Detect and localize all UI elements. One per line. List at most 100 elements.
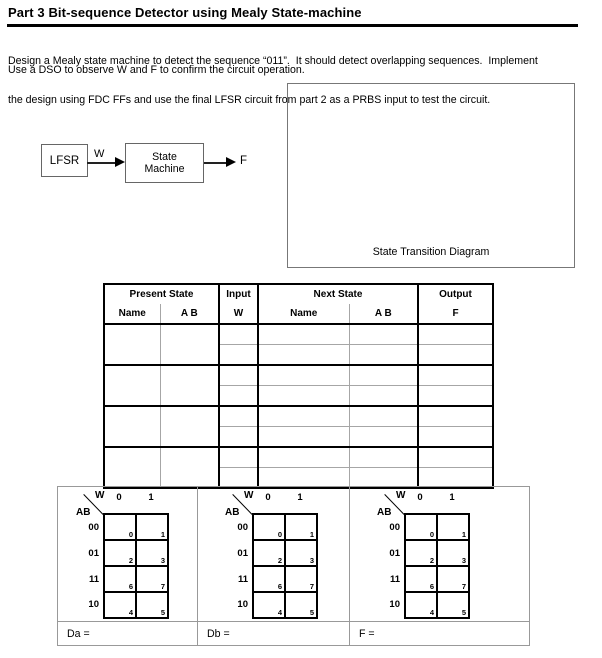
empty-cell <box>258 364 349 386</box>
empty-cell <box>417 405 493 427</box>
kmap-cell-index: 6 <box>277 582 282 591</box>
equation-row-db: Db = <box>198 621 350 645</box>
empty-cell <box>159 364 219 406</box>
equation-row-da: Da = <box>58 621 198 645</box>
kmap-w-label: W <box>244 490 254 501</box>
kmap-cell-index: 0 <box>128 530 133 539</box>
header-next-name: Name <box>258 304 349 325</box>
kmap-cell: 5 <box>286 593 316 617</box>
kmap-cell: 3 <box>137 541 167 567</box>
empty-cell <box>218 405 259 427</box>
kmap-cell: 3 <box>286 541 316 567</box>
kmap-grid: 0 1 2 3 6 7 4 5 <box>103 513 169 619</box>
empty-cell <box>417 323 493 345</box>
kmap-cell-index: 4 <box>429 608 434 617</box>
kmap-row-label-10: 10 <box>88 599 99 610</box>
kmap-cell: 7 <box>286 567 316 593</box>
empty-cell <box>258 427 349 448</box>
kmap-row-label-01: 01 <box>389 548 400 559</box>
table-header-row-fields: Name A B W Name A B F <box>104 304 493 325</box>
header-output: Output <box>417 284 493 304</box>
kmap-cell-index: 4 <box>277 608 282 617</box>
kmap-cell-index: 3 <box>309 556 314 565</box>
dso-instruction: Use a DSO to observe W and F to confirm … <box>8 64 305 76</box>
kmap-row-label-10: 10 <box>237 599 248 610</box>
kmap-ab-label: AB <box>377 507 392 518</box>
state-transition-diagram-caption: State Transition Diagram <box>372 246 490 258</box>
empty-cell <box>417 364 493 386</box>
table-row <box>104 364 493 406</box>
empty-cell <box>218 323 259 345</box>
table-header-row-groups: Present State Input Next State Output <box>104 284 493 304</box>
kmap-cell-index: 2 <box>128 556 133 565</box>
kmap-cell: 1 <box>438 515 468 541</box>
kmap-cell: 2 <box>406 541 438 567</box>
kmap-cell-index: 1 <box>461 530 466 539</box>
header-next-state: Next State <box>313 289 363 300</box>
kmap-cell-index: 5 <box>461 608 466 617</box>
kmap-cell: 7 <box>137 567 167 593</box>
empty-cell <box>258 345 349 366</box>
kmap-cell-index: 3 <box>160 556 165 565</box>
kmap-ab-label: AB <box>76 507 91 518</box>
empty-cell <box>218 344 259 365</box>
kmap-col-label-0: 0 <box>116 492 122 503</box>
page-title: Part 3 Bit-sequence Detector using Mealy… <box>8 5 362 20</box>
intro-line-2: the design using FDC FFs and use the fin… <box>8 94 491 106</box>
kmap-section: W 0 1 AB 00 01 11 10 0 1 2 3 6 7 4 5 W 0… <box>57 486 530 646</box>
kmap-cell: 0 <box>406 515 438 541</box>
kmap-grid: 0 1 2 3 6 7 4 5 <box>404 513 470 619</box>
empty-cell <box>218 364 259 386</box>
kmap-row-label-01: 01 <box>237 548 248 559</box>
kmap-cell: 2 <box>254 541 286 567</box>
kmap-col-label-0: 0 <box>417 492 423 503</box>
kmap-cell: 6 <box>406 567 438 593</box>
header-present-ab: A B <box>159 304 219 325</box>
header-next-ab: A B <box>348 304 418 325</box>
kmap-col-label-1: 1 <box>297 492 303 503</box>
kmap-cell-index: 6 <box>429 582 434 591</box>
arrowhead-icon <box>226 157 236 167</box>
kmap-cell-index: 0 <box>277 530 282 539</box>
header-w: W <box>218 304 259 325</box>
lfsr-label: LFSR <box>49 154 80 167</box>
empty-cell <box>348 344 418 365</box>
empty-cell <box>348 446 418 468</box>
kmap-grid: 0 1 2 3 6 7 4 5 <box>252 513 318 619</box>
state-machine-label: State Machine <box>144 151 184 176</box>
kmap-cell-index: 2 <box>429 556 434 565</box>
kmap-f: W 0 1 AB 00 01 11 10 0 1 2 3 6 7 4 5 <box>350 487 529 621</box>
kmap-row-label-11: 11 <box>237 574 248 585</box>
state-transition-diagram-box: State Transition Diagram <box>287 83 575 268</box>
empty-cell <box>417 426 493 447</box>
kmap-row-label-11: 11 <box>88 574 99 585</box>
equation-label-f: F = <box>359 627 375 640</box>
empty-cell <box>258 446 349 468</box>
kmap-cell-index: 2 <box>277 556 282 565</box>
lfsr-block: LFSR <box>41 144 88 177</box>
kmap-row-label-00: 00 <box>389 522 400 533</box>
kmap-cell: 4 <box>254 593 286 617</box>
empty-cell <box>159 323 219 365</box>
kmap-cell-index: 4 <box>128 608 133 617</box>
empty-cell <box>258 386 349 407</box>
kmap-col-label-0: 0 <box>265 492 271 503</box>
empty-cell <box>417 446 493 468</box>
kmap-da: W 0 1 AB 00 01 11 10 0 1 2 3 6 7 4 5 <box>58 487 198 621</box>
header-present-name: Name <box>104 304 160 325</box>
table-row <box>104 446 493 488</box>
kmap-cell: 0 <box>105 515 137 541</box>
header-input: Input <box>218 284 259 304</box>
kmap-row-label-11: 11 <box>389 574 400 585</box>
title-underline-rule <box>7 24 578 27</box>
kmap-ab-label: AB <box>225 507 240 518</box>
header-present-state: Present State <box>129 289 194 300</box>
wire-f <box>204 162 227 164</box>
empty-cell <box>258 405 349 427</box>
kmap-cell: 1 <box>286 515 316 541</box>
kmap-cell: 6 <box>105 567 137 593</box>
kmap-cell-index: 1 <box>160 530 165 539</box>
empty-cell <box>159 446 219 488</box>
empty-cell <box>218 426 259 447</box>
empty-cell <box>417 467 493 488</box>
